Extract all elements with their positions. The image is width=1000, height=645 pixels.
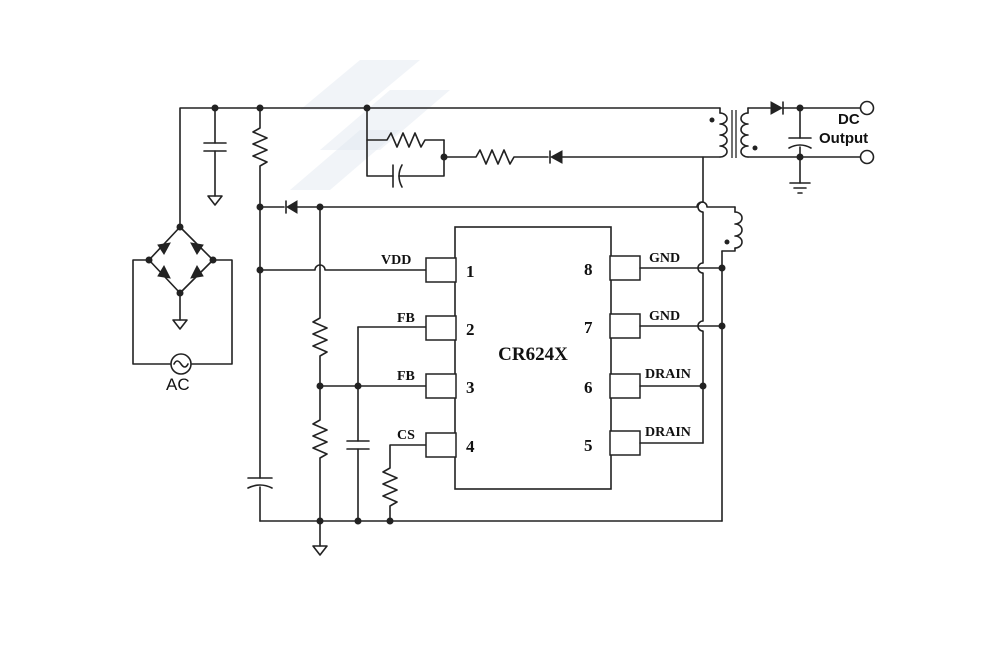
watermark-logo	[290, 60, 450, 190]
fb-capacitor	[346, 326, 427, 522]
output-label-dc: DC	[838, 111, 860, 128]
pin-number: 5	[584, 436, 593, 455]
secondary-winding	[740, 107, 758, 158]
pin-number: 3	[466, 378, 475, 397]
pin-label-gnd: GND	[649, 251, 680, 266]
chip-cr624x: CR624X 1 2 3 4 5 6 7 8 VDD FB FB CS DRAI…	[381, 226, 691, 490]
pin-label-drain: DRAIN	[645, 425, 691, 440]
pin-number: 6	[584, 378, 593, 397]
ac-source-icon	[170, 353, 192, 375]
pin-number: 4	[466, 437, 475, 456]
pin-number: 7	[584, 318, 593, 337]
startup-resistor	[252, 104, 268, 208]
input-capacitor	[203, 104, 227, 206]
pin-3	[425, 373, 457, 399]
pin-5	[609, 430, 641, 456]
transformer-core	[731, 110, 737, 158]
primary-winding	[709, 107, 728, 158]
aux-winding	[721, 206, 743, 252]
pin-label-vdd: VDD	[381, 253, 411, 268]
chip-name: CR624X	[498, 344, 568, 365]
ac-label: AC	[166, 375, 190, 394]
output-terminals	[859, 100, 875, 165]
bridge-wiring	[132, 107, 721, 365]
pin-number: 2	[466, 320, 475, 339]
pin-1	[425, 257, 457, 283]
feedback-divider	[312, 206, 427, 522]
ground-rail	[259, 517, 723, 556]
pin-number: 8	[584, 260, 593, 279]
pin-6	[609, 373, 641, 399]
bridge-rectifier	[145, 223, 217, 297]
pin-label-drain: DRAIN	[645, 367, 691, 382]
pin-number: 1	[466, 262, 475, 281]
pin-7	[609, 313, 641, 339]
pin-8	[609, 255, 641, 281]
pin-2	[425, 315, 457, 341]
gnd-wiring	[639, 250, 726, 522]
pin-4	[425, 432, 457, 458]
vdd-capacitor	[247, 477, 273, 522]
pin-label-fb: FB	[397, 369, 415, 384]
drain-wiring	[639, 156, 707, 444]
pin-label-cs: CS	[397, 428, 415, 443]
output-label-output: Output	[819, 130, 868, 147]
cs-resistor	[382, 444, 427, 522]
aux-diode	[259, 200, 736, 214]
output-capacitor	[747, 107, 861, 194]
pin-label-gnd: GND	[649, 309, 680, 324]
pin-label-fb: FB	[397, 311, 415, 326]
snubber-network	[363, 104, 721, 188]
